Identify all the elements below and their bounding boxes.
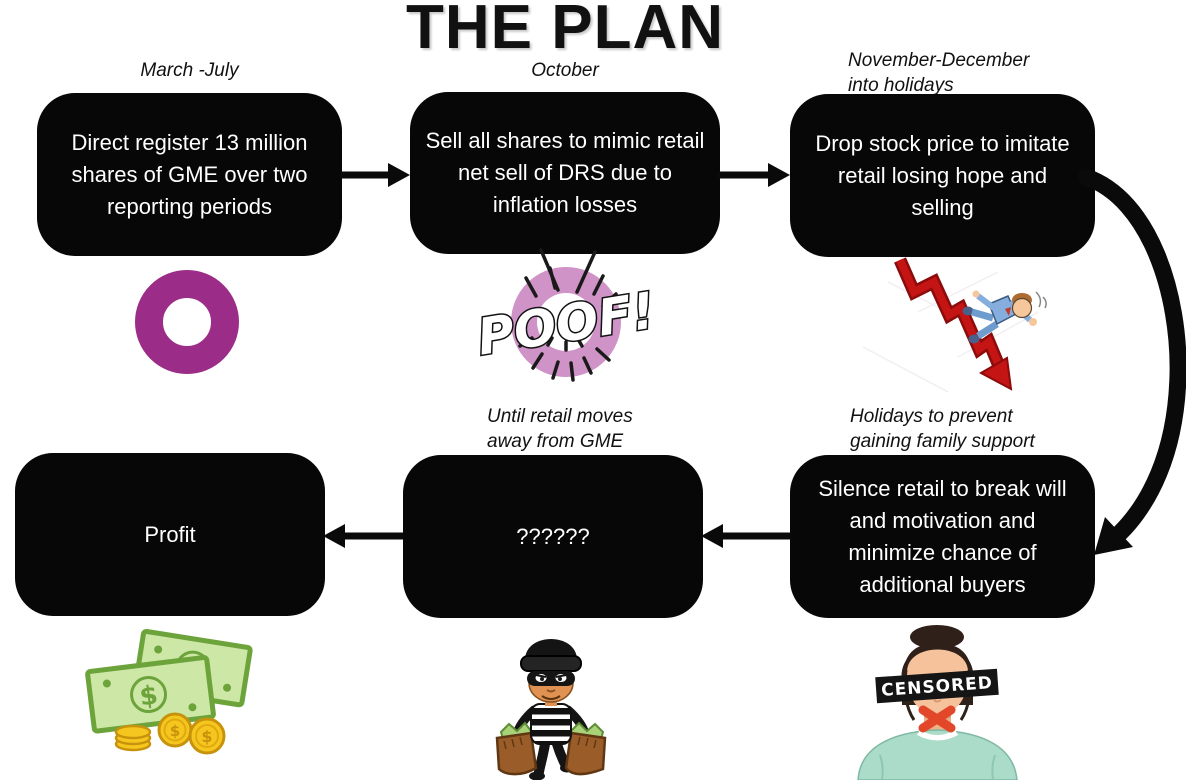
step-label-november-december: November-December into holidays [848,50,1030,96]
flow-arrow-right-1 [340,163,410,187]
step-label-holidays: Holidays to prevent gaining family suppo… [850,406,1035,452]
computershare-ring-icon [135,270,239,374]
stock-crash-falling-man-icon [862,257,1047,393]
flow-arrow-right-2 [718,163,790,187]
step-box-sell-shares: Sell all shares to mimic retail net sell… [410,92,720,254]
step-box-drop-price: Drop stock price to imitate retail losin… [790,94,1095,257]
step-box-silence-retail: Silence retail to break will and motivat… [790,455,1095,618]
step-label-march-july: March -July [140,60,239,81]
burglar-with-money-bags-icon [495,639,607,780]
censored-person-icon: CENSORED [857,625,1018,780]
flow-arrow-left-2 [323,524,403,548]
svg-text:$: $ [170,722,180,740]
step-box-drop-price-text: Drop stock price to imitate retail losin… [815,130,1070,220]
poof-burst-icon: POOF! [478,248,653,382]
svg-text:$: $ [201,727,212,746]
cash-and-coins-icon: $ $ $ $ [85,628,253,755]
step-box-profit-text: Profit [144,521,196,547]
step-box-question-marks-text: ?????? [516,523,590,549]
falling-man [962,290,1047,344]
step-box-profit: Profit [15,453,325,616]
page-title: THE PLAN [406,0,724,62]
step-box-sell-shares-text: Sell all shares to mimic retail net sell… [425,128,705,217]
step-box-question-marks: ?????? [403,455,703,618]
step-box-direct-register-text: Direct register 13 million shares of GME… [71,129,308,219]
step-label-october: October [531,60,599,81]
step-box-direct-register: Direct register 13 million shares of GME… [37,93,342,256]
step-box-silence-retail-text: Silence retail to break will and motivat… [818,475,1067,597]
flow-arrow-left-1 [701,524,791,548]
step-label-until-retail: Until retail moves away from GME [487,406,633,452]
svg-text:$: $ [138,681,160,713]
flow-arrow-curved-down [1078,168,1186,555]
